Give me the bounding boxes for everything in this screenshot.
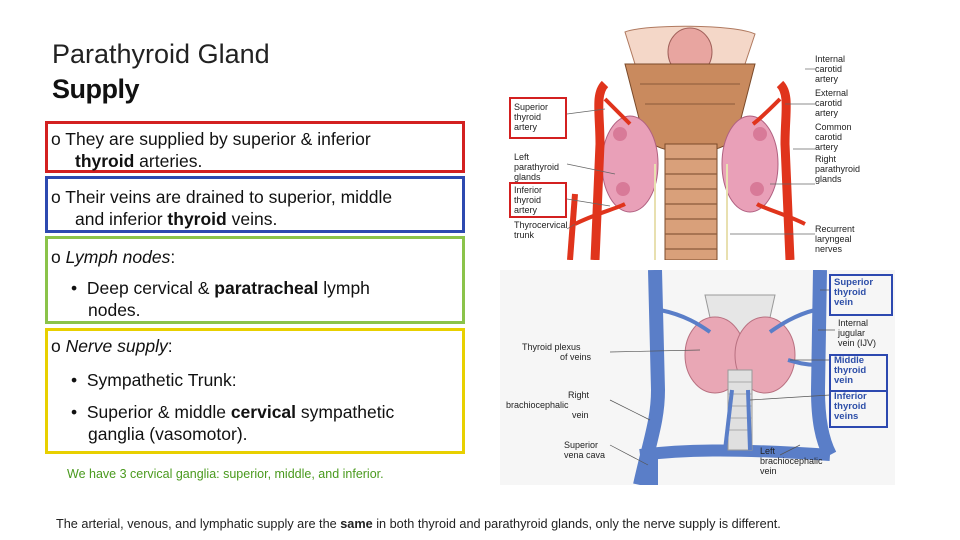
footer-post: in both thyroid and parathyroid glands, … xyxy=(372,517,781,531)
nerve-box: o Nerve supply: • Sympathetic Trunk: • S… xyxy=(45,328,465,454)
highlight-superior-thyroid-vein xyxy=(829,274,893,316)
lymph-label: Lymph nodes xyxy=(65,247,171,267)
lymph-item-line2: nodes. xyxy=(88,300,141,320)
nerve-item1-text: Sympathetic Trunk: xyxy=(86,370,237,390)
footer-pre: The arterial, venous, and lymphatic supp… xyxy=(56,517,341,531)
slide-subtitle: Supply xyxy=(52,74,140,104)
nerve-label: Nerve supply xyxy=(65,336,168,356)
arteries-line1: They are supplied by superior & inferior xyxy=(65,129,371,149)
veins-line1: Their veins are drained to superior, mid… xyxy=(65,187,393,207)
highlight-inferior-thyroid-veins xyxy=(829,390,888,428)
footer-text: The arterial, venous, and lymphatic supp… xyxy=(56,517,781,531)
venous-drawing xyxy=(609,270,837,485)
veins-box: o Their veins are drained to superior, m… xyxy=(45,176,465,233)
nerve-item-1: • Sympathetic Trunk: xyxy=(71,370,237,390)
veins-line2-rest: veins. xyxy=(226,209,278,229)
ganglia-note: We have 3 cervical ganglia: superior, mi… xyxy=(67,467,384,481)
nerve-item2-line2: ganglia (vasomotor). xyxy=(88,424,248,444)
highlight-inferior-thyroid-artery xyxy=(509,182,567,218)
lymph-item-pre: Deep cervical & xyxy=(86,278,215,298)
veins-bold: thyroid xyxy=(167,209,227,229)
lymph-box: o Lymph nodes: • Deep cervical & paratra… xyxy=(45,236,465,324)
arteries-box: o They are supplied by superior & inferi… xyxy=(45,121,465,173)
lymph-bullet: o xyxy=(51,247,61,267)
slide-title: Parathyroid Gland xyxy=(52,39,270,69)
lymph-colon: : xyxy=(170,247,176,267)
nerve-bullet: o xyxy=(51,336,61,356)
lymph-item: • Deep cervical & paratracheal lymph nod… xyxy=(71,278,370,320)
nerve-item2-pre: Superior & middle xyxy=(86,402,231,422)
footer-bold: same xyxy=(340,517,373,531)
arteries-bold: thyroid xyxy=(75,151,135,171)
nerve-item-2: • Superior & middle cervical sympathetic… xyxy=(71,402,395,444)
nerve-colon: : xyxy=(167,336,173,356)
lymph-item-rest: lymph xyxy=(318,278,370,298)
veins-bullet: o xyxy=(51,187,61,207)
arterial-drawing xyxy=(566,25,815,260)
lymph-item-bold: paratracheal xyxy=(214,278,319,298)
nerve-item2-bold: cervical xyxy=(230,402,297,422)
arteries-bullet: o xyxy=(51,129,61,149)
nerve-item2-rest: sympathetic xyxy=(296,402,395,422)
arteries-line2: arteries. xyxy=(134,151,203,171)
veins-line2-pre: and inferior xyxy=(75,209,168,229)
highlight-superior-thyroid-artery xyxy=(509,97,567,139)
